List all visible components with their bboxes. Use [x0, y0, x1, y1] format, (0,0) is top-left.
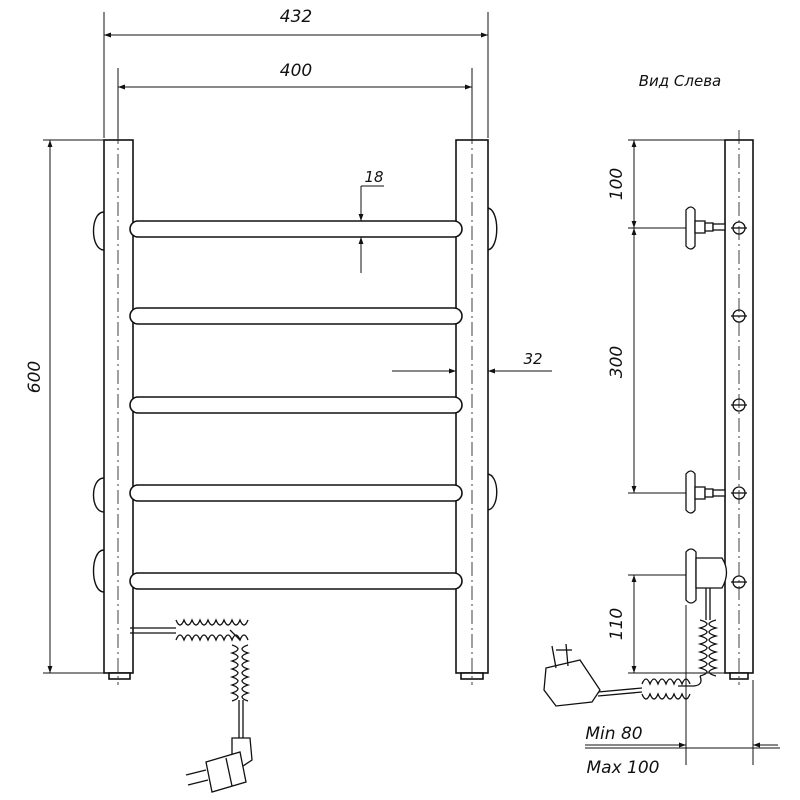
- rung: [129, 307, 463, 325]
- wall-bracket-icon: [92, 211, 105, 593]
- front-view: [43, 12, 552, 793]
- dim-rung-diameter: 18: [364, 168, 383, 186]
- dim-min-gap: Min 80: [585, 724, 642, 744]
- rung: [129, 572, 463, 590]
- dim-rail-width: 32: [523, 350, 542, 368]
- side-power-plug-icon: [543, 643, 601, 707]
- heater-housing-icon: [685, 548, 728, 604]
- dim-inner-width: 400: [280, 61, 312, 81]
- center-lines: [117, 130, 473, 685]
- dim-top-offset: 100: [607, 168, 627, 200]
- power-plug-icon: [185, 737, 253, 793]
- side-dimension-lines: [585, 139, 780, 765]
- rung-end-icon: [731, 221, 747, 589]
- dimension-lines: [43, 12, 552, 674]
- dim-plug-offset: 110: [607, 608, 627, 640]
- rungs: [129, 220, 463, 590]
- wall-mount-icon: [685, 206, 726, 514]
- rung: [129, 484, 463, 502]
- dim-overall-width: 432: [280, 7, 312, 27]
- side-view: [543, 130, 780, 765]
- left-rail-end-cap: [108, 672, 131, 680]
- rung: [129, 220, 463, 238]
- power-cable: [130, 618, 251, 738]
- dim-max-gap: Max 100: [587, 758, 660, 778]
- dim-height: 600: [25, 361, 45, 393]
- rung: [129, 396, 463, 414]
- side-power-cable: [597, 588, 719, 700]
- left-rail: [103, 139, 134, 674]
- dim-mount-spacing: 300: [607, 346, 627, 378]
- side-view-title: Вид Слева: [639, 72, 722, 90]
